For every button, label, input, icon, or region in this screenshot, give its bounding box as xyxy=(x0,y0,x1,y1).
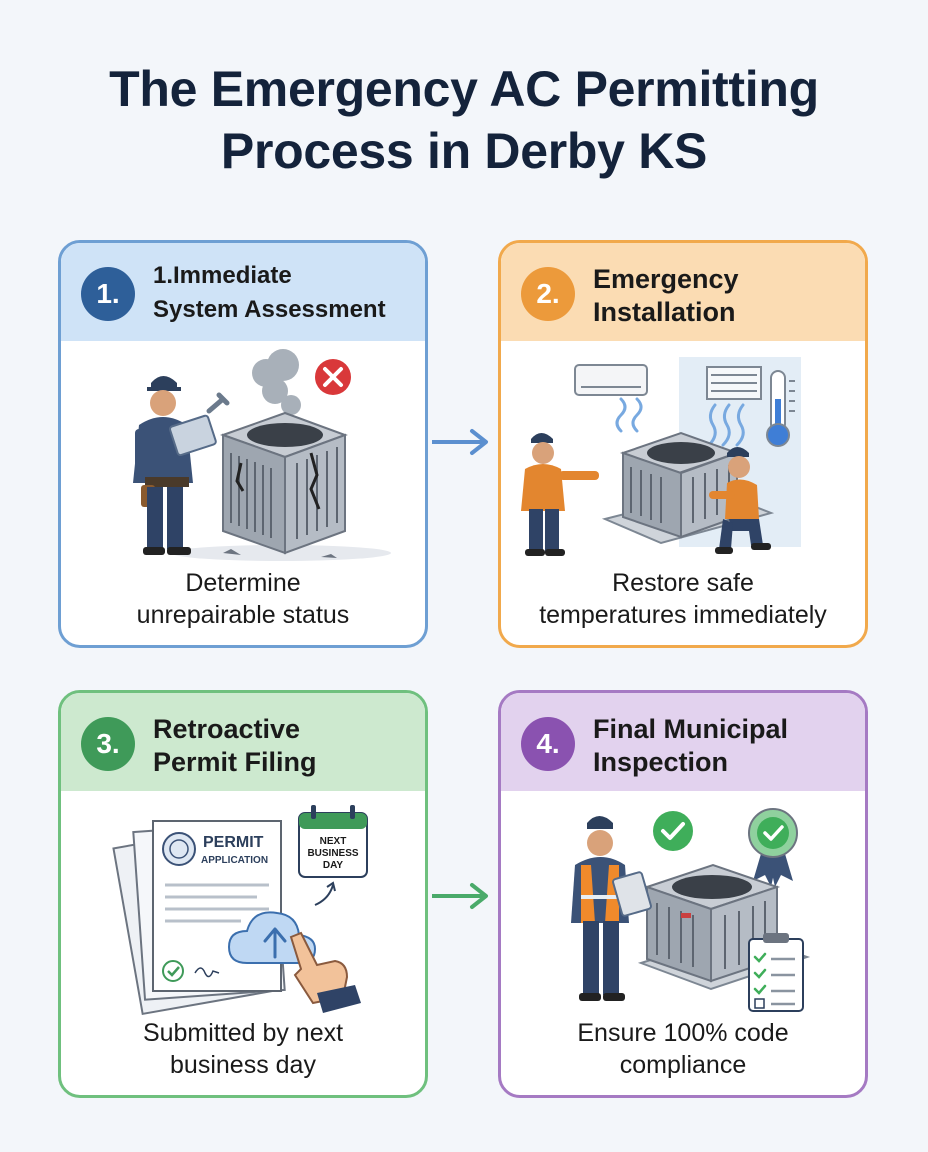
step-number-badge: 2. xyxy=(521,267,575,321)
cloud-upload-icon xyxy=(227,911,317,964)
step-caption-line-2: unrepairable status xyxy=(136,601,350,629)
step-number-badge: 4. xyxy=(521,717,575,771)
technician-icon xyxy=(521,433,599,556)
step-card-inspection: 4. Final Municipal Inspection xyxy=(498,690,868,1098)
step-header: 2. Emergency Installation xyxy=(501,243,865,341)
form-title: PERMIT xyxy=(203,834,264,851)
step-title: Final Municipal Inspection xyxy=(593,713,855,779)
installation-illustration xyxy=(521,357,801,556)
technician-icon xyxy=(709,447,771,554)
step-title: Retroactive Permit Filing xyxy=(153,713,415,779)
step-card-installation: 2. Emergency Installation xyxy=(498,240,868,648)
page-title-line-1: The Emergency AC Permitting xyxy=(109,61,819,117)
step-number-badge: 1. xyxy=(81,267,135,321)
step-caption-line-1: Restore safe xyxy=(612,569,754,597)
city-seal-icon xyxy=(162,832,196,866)
step-card-permit-filing: 3. Retroactive Permit Filing PERMIT APPL… xyxy=(58,690,428,1098)
step-card-assessment: 1. 1.Immediate System Assessment xyxy=(58,240,428,648)
calendar-line-1: NEXT xyxy=(320,836,347,847)
mini-split-ac-icon xyxy=(574,364,648,396)
ac-unit-icon xyxy=(619,431,741,539)
step-title-line-1: 1.Immediate xyxy=(153,262,292,289)
step-caption-line-1: Submitted by next xyxy=(142,1019,344,1047)
step-title: Emergency Installation xyxy=(593,263,855,329)
step-header: 3. Retroactive Permit Filing xyxy=(61,693,425,791)
technician-assessment-illustration xyxy=(133,349,391,561)
step-title-line-1: Final Municipal xyxy=(593,714,789,744)
step-caption-line-2: compliance xyxy=(619,1051,747,1079)
step-number-badge: 3. xyxy=(81,717,135,771)
broken-ac-unit-icon xyxy=(220,411,348,558)
ac-unit-icon xyxy=(643,863,781,983)
pointing-hand-icon xyxy=(289,931,361,1013)
step-title-line-2: Installation xyxy=(593,297,736,327)
technician-icon xyxy=(133,376,230,555)
step-title-line-1: Retroactive xyxy=(153,714,301,744)
checklist-icon xyxy=(748,933,804,1012)
step-title: 1.Immediate System Assessment xyxy=(153,259,415,327)
award-badge-icon xyxy=(748,808,798,887)
page-title-line-2: Process in Derby KS xyxy=(220,123,708,179)
step-caption-line-2: business day xyxy=(170,1051,316,1079)
step-header: 1. 1.Immediate System Assessment xyxy=(61,243,425,341)
error-x-icon xyxy=(315,359,351,395)
step-title-line-2: Permit Filing xyxy=(153,747,317,777)
step-caption: Restore safe temperatures immediately xyxy=(501,567,865,631)
permit-application-form: PERMIT APPLICATION xyxy=(152,820,282,992)
step-title-line-2: System Assessment xyxy=(153,296,386,323)
flow-arrow-right-icon xyxy=(432,883,488,909)
inspector-icon xyxy=(571,816,652,1001)
calendar-line-3: DAY xyxy=(323,860,344,871)
step-caption: Ensure 100% code compliance xyxy=(501,1017,865,1081)
calendar-line-2: BUSINESS xyxy=(307,848,358,859)
thermometer-icon xyxy=(766,370,795,447)
step-caption: Submitted by next business day xyxy=(61,1017,425,1081)
step-caption: Determine unrepairable status xyxy=(61,567,425,631)
step-caption-line-2: temperatures immediately xyxy=(539,601,827,629)
form-subtitle: APPLICATION xyxy=(201,855,268,866)
checkmark-icon xyxy=(653,811,693,851)
flow-arrow-right-icon xyxy=(432,429,488,455)
permit-filing-illustration: PERMIT APPLICATION NEXT BUSINESS DAY xyxy=(112,805,368,1016)
step-header: 4. Final Municipal Inspection xyxy=(501,693,865,791)
page-title: The Emergency AC Permitting Process in D… xyxy=(0,58,928,182)
step-title-line-1: Emergency xyxy=(593,264,739,294)
step-caption-line-1: Ensure 100% code xyxy=(577,1019,789,1047)
step-title-line-2: Inspection xyxy=(593,747,729,777)
approved-seal-icon xyxy=(162,960,184,982)
calendar-icon: NEXT BUSINESS DAY xyxy=(298,805,368,878)
step-caption-line-1: Determine xyxy=(185,569,301,597)
inspection-illustration xyxy=(571,808,811,1012)
